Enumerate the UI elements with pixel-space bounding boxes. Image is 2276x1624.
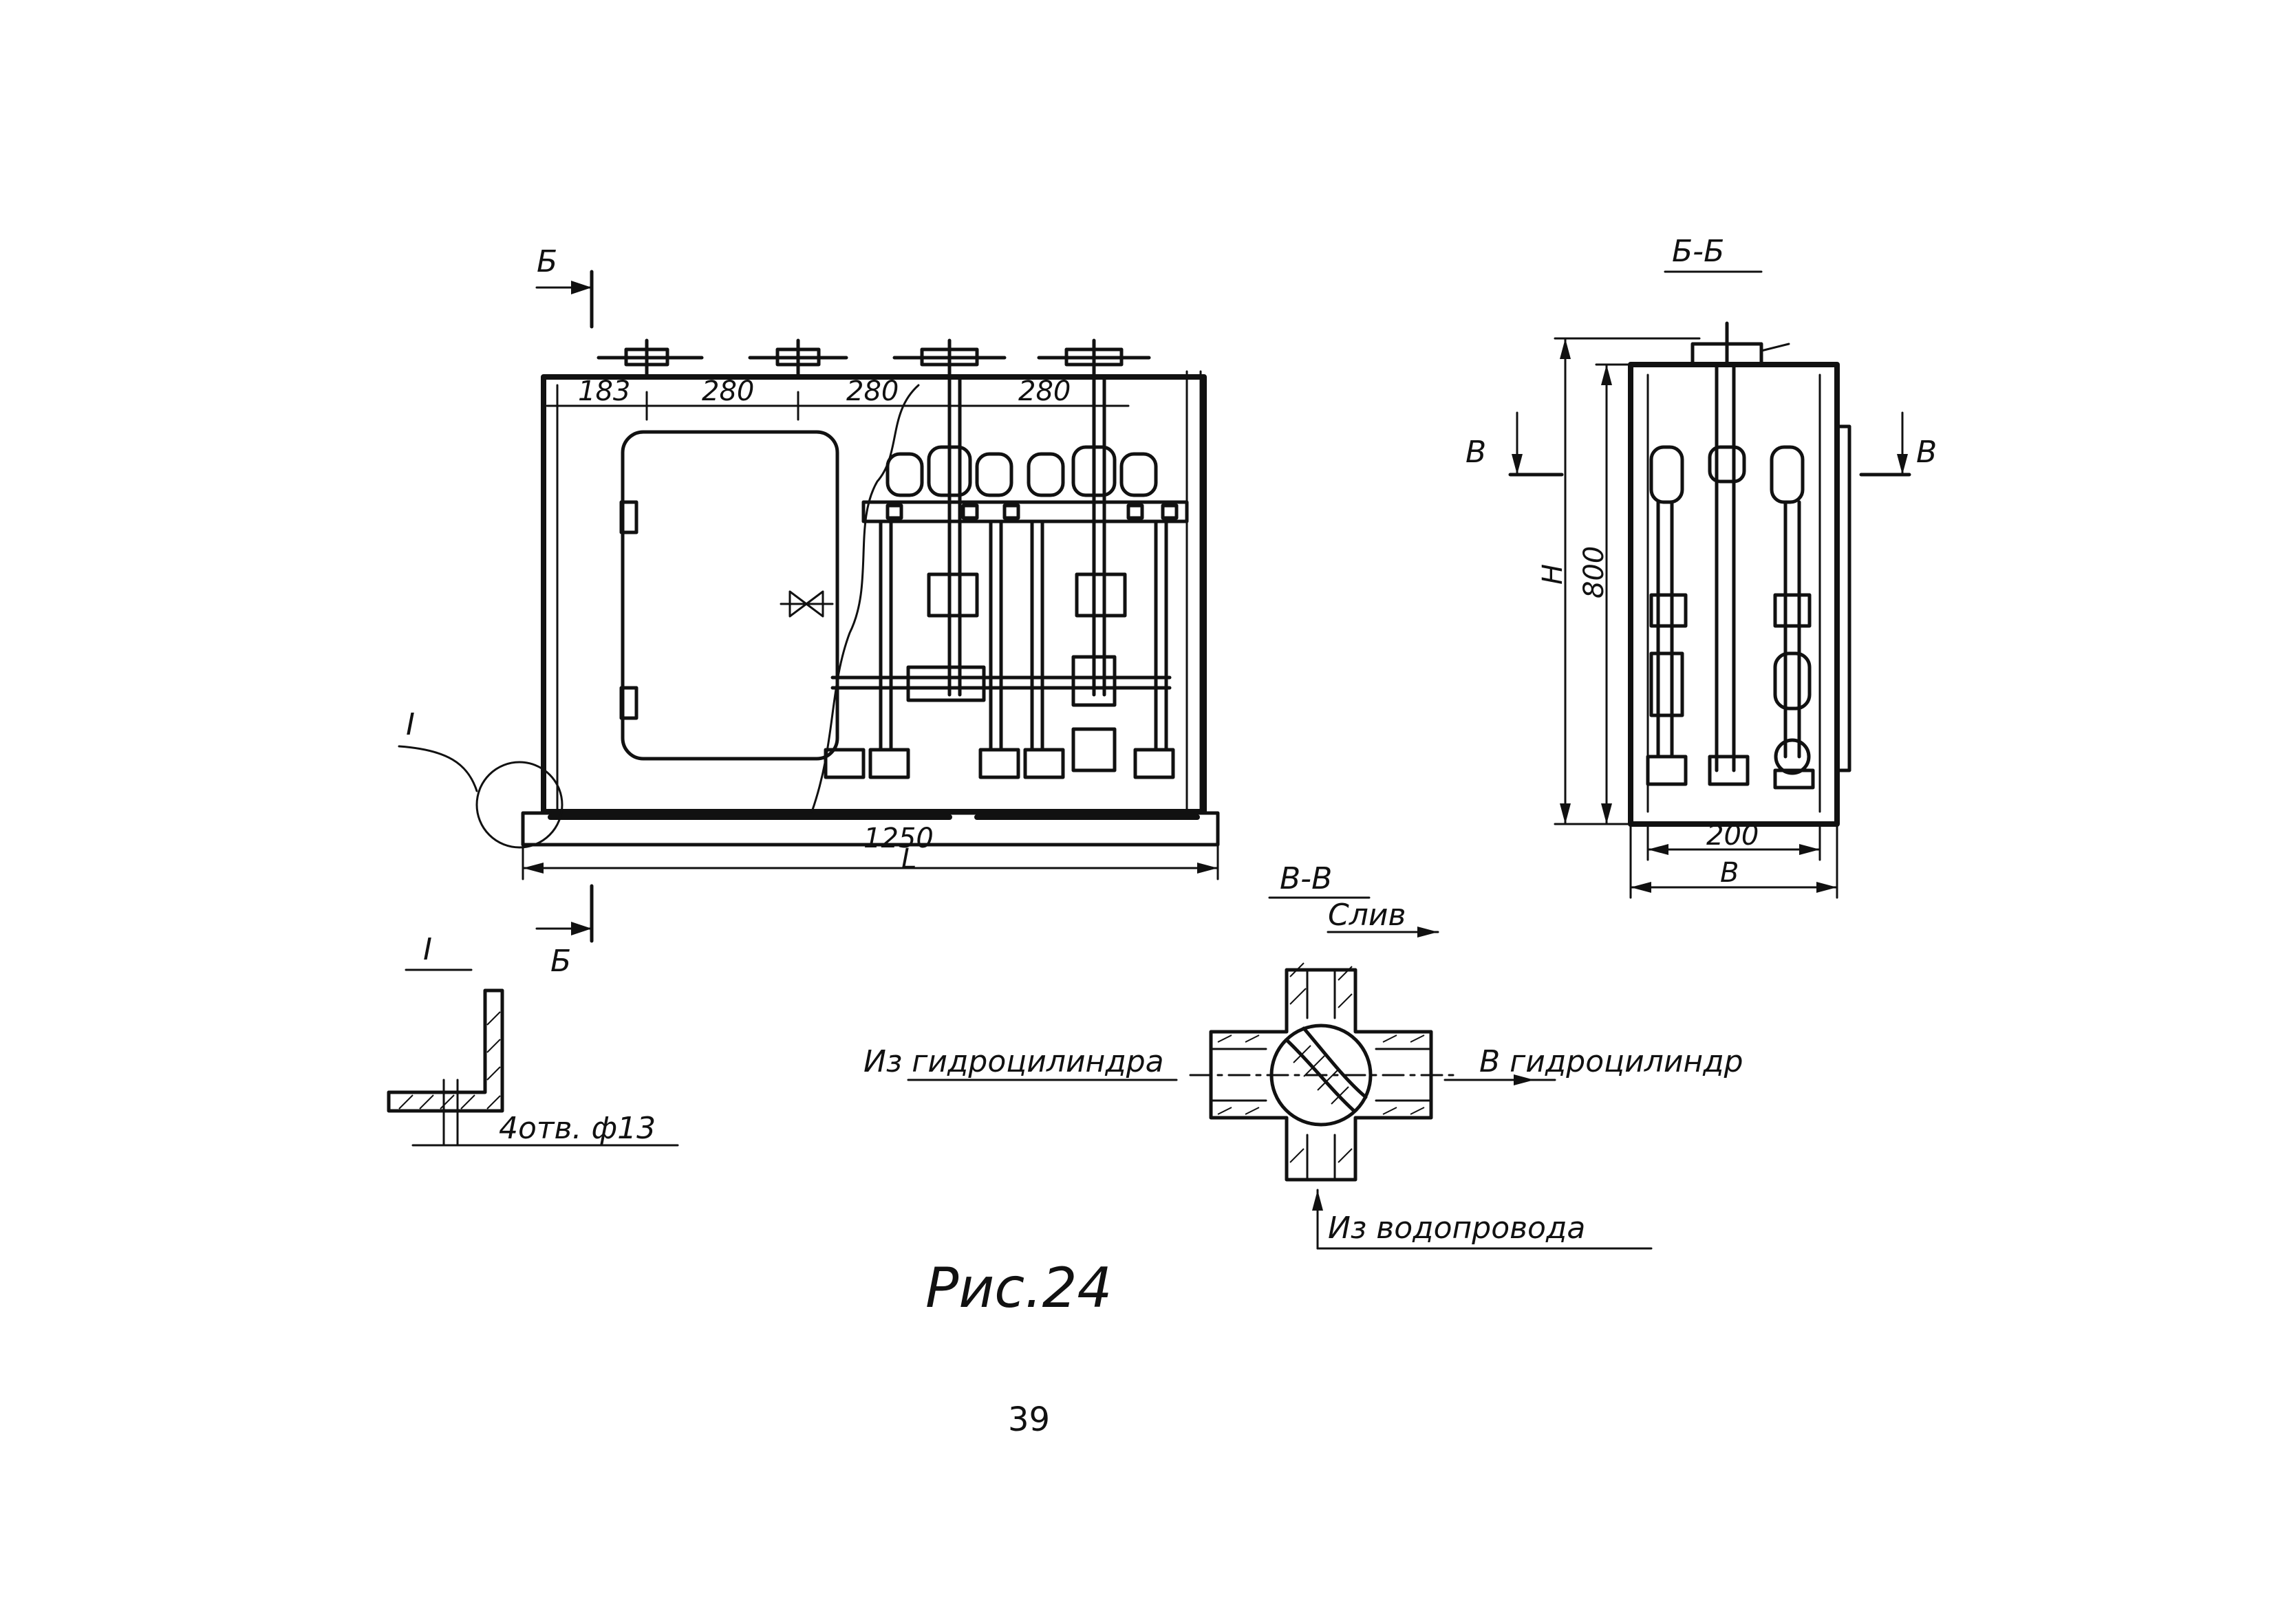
dim-1250: 1250: [863, 823, 934, 854]
section-bb-title: Б-Б: [1672, 234, 1724, 269]
label-to-cylinder: В гидроцилиндр: [1479, 1044, 1743, 1079]
section-bb-view: Б-Б: [1466, 234, 1937, 899]
dim-B: B: [1720, 857, 1739, 889]
dim-H: H: [1537, 564, 1569, 585]
cutaway-break-line: [810, 384, 920, 813]
dim-280-b: 280: [846, 376, 899, 407]
hinge-top: [619, 500, 638, 534]
section-v-letter-left: В: [1466, 435, 1486, 470]
dim-280-a: 280: [702, 376, 754, 407]
door: [621, 430, 839, 761]
dim-280-c: 280: [1018, 376, 1071, 407]
hinge-bottom: [619, 686, 638, 720]
internal-piping: [824, 375, 1189, 779]
base-plate: [521, 811, 1220, 847]
section-marker-top: [535, 270, 594, 329]
top-valves: [597, 338, 1151, 379]
section-letter-top: Б: [537, 244, 557, 279]
section-bb-height-dims: [1554, 337, 1701, 825]
dim-200: 200: [1706, 820, 1759, 852]
figure-caption: Рис.24: [925, 1256, 1112, 1320]
detail-label: I: [423, 932, 432, 967]
section-v-marker-right: [1859, 411, 1911, 477]
dim-183: 183: [578, 376, 630, 407]
main-view: 183 280 280 280: [398, 244, 1220, 979]
section-v-letter-right: В: [1916, 435, 1937, 470]
cross-hatching: [1217, 962, 1425, 1163]
section-vv-title: В-В: [1280, 861, 1332, 896]
dim-800: 800: [1578, 546, 1610, 598]
detail-label-main: I: [406, 707, 415, 742]
section-letter-bottom: Б: [550, 944, 571, 979]
detail-1-view: I 4отв. ф13: [387, 932, 679, 1147]
angle-hatching: [398, 1011, 501, 1109]
section-v-marker-left: [1508, 411, 1564, 477]
cross-fitting-body: [1209, 968, 1433, 1182]
holes-note: 4отв. ф13: [499, 1111, 656, 1146]
section-bb-width-dims: [1629, 823, 1838, 899]
section-vv-view: В-В Слив: [863, 861, 1743, 1250]
section-marker-bottom: [535, 884, 594, 943]
label-from-water: Из водопровода: [1328, 1211, 1585, 1246]
detail-callout: [398, 745, 563, 849]
angle-profile: [387, 988, 504, 1113]
dim-L: L: [901, 843, 916, 875]
label-from-cylinder: Из гидроцилиндра: [863, 1044, 1164, 1079]
section-bb-piping: [1646, 362, 1815, 790]
door-lock-symbol: [780, 590, 834, 618]
overall-dimension-line: [522, 845, 1219, 880]
label-drain: Слив: [1328, 898, 1406, 933]
page-number: 39: [1008, 1400, 1050, 1439]
